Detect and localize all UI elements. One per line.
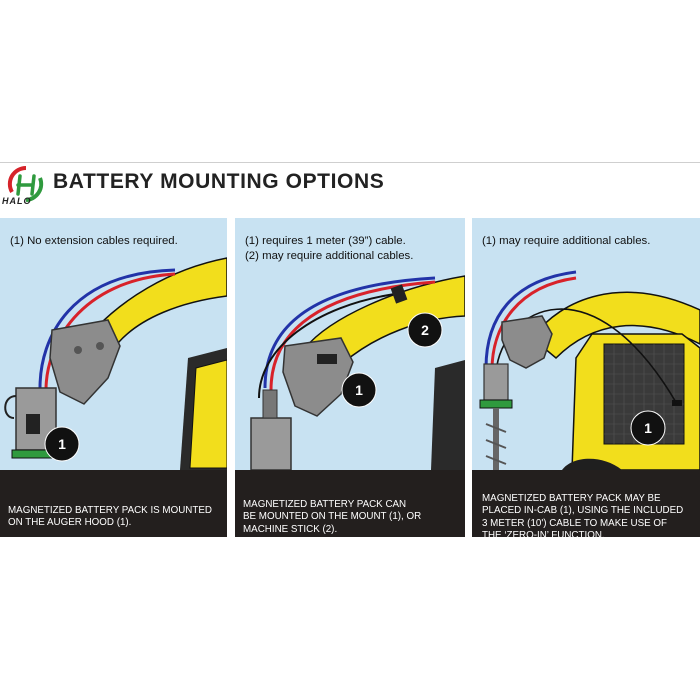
page-title: BATTERY MOUNTING OPTIONS <box>53 170 385 193</box>
badge-1-label: 1 <box>58 436 66 452</box>
badge-1-label: 1 <box>355 382 363 398</box>
panel-1-caption-text: MAGNETIZED BATTERY PACK IS MOUNTED ON TH… <box>8 504 212 529</box>
panel-mount-or-stick: (1) requires 1 meter (39”) cable. (2) ma… <box>235 218 465 537</box>
panel-1-notes: (1) No extension cables required. <box>10 235 178 247</box>
panel-1-caption: MAGNETIZED BATTERY PACK IS MOUNTED ON TH… <box>0 470 227 537</box>
panel-2-notes: (1) requires 1 meter (39”) cable. (2) ma… <box>245 235 414 262</box>
panel-3-caption-text: MAGNETIZED BATTERY PACK MAY BE PLACED IN… <box>482 492 684 538</box>
badge-1: 1 <box>630 410 666 446</box>
brand-name: HALO <box>2 196 32 206</box>
in-cab-illustration <box>479 270 700 471</box>
badge-2: 2 <box>407 312 443 348</box>
badge-2-label: 2 <box>421 322 429 338</box>
header-divider <box>0 162 700 163</box>
panel-auger-hood: (1) No extension cables required. 1 MAGN… <box>0 218 227 537</box>
panel-3-caption: MAGNETIZED BATTERY PACK MAY BE PLACED IN… <box>472 470 700 537</box>
badge-1-label: 1 <box>644 420 652 436</box>
badge-1: 1 <box>341 372 377 408</box>
auger-hood-illustration <box>4 257 227 470</box>
mount-stick-illustration <box>250 275 465 471</box>
panel-in-cab: (1) may require additional cables. 1 MAG… <box>472 218 700 537</box>
panel-3-notes: (1) may require additional cables. <box>482 235 651 247</box>
halo-logo-icon <box>7 165 44 202</box>
panel-2-caption: MAGNETIZED BATTERY PACK CAN BE MOUNTED O… <box>235 470 465 537</box>
badge-1: 1 <box>44 426 80 462</box>
panel-2-caption-text: MAGNETIZED BATTERY PACK CAN BE MOUNTED O… <box>243 498 422 535</box>
